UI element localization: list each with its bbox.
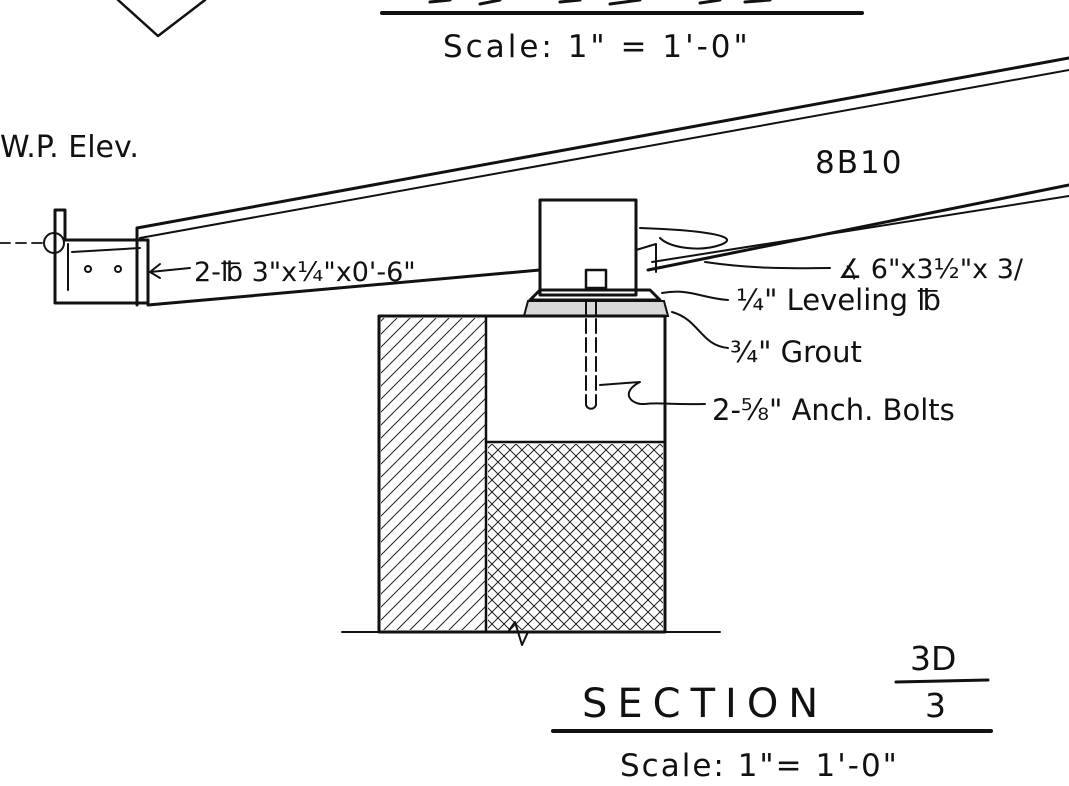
leveling-plate-callout: ¼" Leveling ℔ [736, 283, 941, 317]
sloped-beam [135, 56, 1069, 307]
bearing-angle [538, 198, 657, 297]
ground-line [341, 621, 721, 646]
detail-title-remnant [428, 0, 772, 6]
wp-elevation-label: W.P. Elev. [0, 130, 139, 165]
section-scale-text: Scale: 1"= 1'-0" [620, 748, 899, 784]
section-reference-bottom: 3 [925, 686, 946, 725]
end-plate [53, 208, 150, 305]
grout-callout: ¾" Grout [730, 335, 862, 369]
plate-leader [149, 263, 191, 279]
leveling-leader [661, 290, 729, 301]
concrete-pier [377, 314, 667, 634]
section-title: SECTION [582, 681, 828, 727]
angle-callout: ∡ 6"x3½"x 3/ [838, 254, 1024, 285]
anchor-bolt-leader [599, 381, 706, 406]
detail-scale-text: Scale: 1" = 1'-0" [443, 29, 751, 65]
beam-mark-label: 8B10 [815, 145, 903, 181]
angle-leader [639, 227, 831, 270]
anchor-bolts-callout: 2-⅝" Anch. Bolts [712, 393, 955, 427]
section-marker-diamond [116, 0, 207, 38]
grout-leader [671, 311, 729, 349]
anchor-bolt [585, 299, 597, 410]
section-reference-top: 3D [910, 639, 956, 678]
plate-callout: 2-℔ 3"x¼"x0'-6" [194, 257, 416, 288]
section-reference-divider [894, 678, 990, 684]
